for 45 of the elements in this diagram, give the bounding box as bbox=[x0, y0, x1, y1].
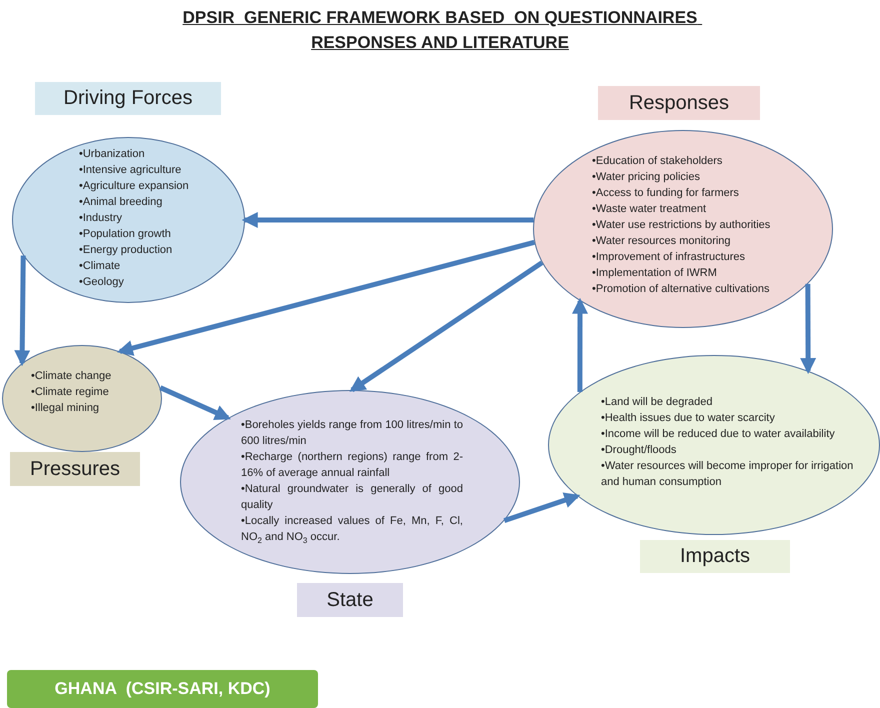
bullet-text: •Implementation of IWRM bbox=[592, 266, 718, 281]
bullet-text: •Boreholes yields range from 100 litres/min to 600 litres/min bbox=[241, 418, 463, 449]
bullet-text: •Geology bbox=[79, 275, 125, 290]
bullet-text: •Income will be reduced due to water availability bbox=[601, 427, 836, 442]
bullet-text: •Climate bbox=[79, 259, 122, 274]
bullet-text: •Energy production bbox=[79, 243, 174, 258]
bullet-text: •Land will be degraded bbox=[601, 395, 714, 410]
arrow bbox=[800, 284, 816, 374]
heading-box: Pressures bbox=[10, 452, 140, 486]
heading-box: Responses bbox=[598, 86, 760, 120]
arrow bbox=[504, 492, 580, 523]
bullet-text: •Animal breeding bbox=[79, 195, 164, 210]
bullet-text: •Intensive agriculture bbox=[79, 163, 182, 178]
bullet-text: •Access to funding for farmers bbox=[592, 186, 740, 201]
title: DPSIR GENERIC FRAMEWORK BASED ON QUESTIONNAIRES RESPONSES AND LITERATURE bbox=[182, 7, 698, 54]
heading-box: GHANA (CSIR-SARI, KDC) bbox=[7, 670, 318, 708]
bullet-text: •Waste water treatment bbox=[592, 202, 708, 217]
bullet-text: •Health issues due to water scarcity bbox=[601, 411, 776, 426]
arrow bbox=[116, 240, 535, 356]
arrow bbox=[242, 212, 534, 228]
arrow bbox=[14, 256, 30, 366]
bullet-text: •Promotion of alternative cultivations bbox=[592, 282, 770, 297]
heading-box: State bbox=[297, 583, 403, 617]
bullet-text: •Recharge (northern regions) range from 2-16% of average annual rainfall bbox=[241, 450, 463, 481]
bullet-text: •Urbanization bbox=[79, 147, 146, 162]
bullet-text: •Natural groundwater is generally of good quality bbox=[241, 482, 463, 513]
bullet-text: •Water use restrictions by authorities bbox=[592, 218, 772, 233]
bullet-text: •Climate regime bbox=[31, 385, 110, 400]
bullet-text: •Drought/floods bbox=[601, 443, 678, 458]
bullet-text: •Water resources will become improper for irrigation and human consumption bbox=[601, 459, 854, 490]
heading-box: Driving Forces bbox=[35, 82, 221, 115]
arrow bbox=[572, 298, 588, 392]
bullet-text: •Education of stakeholders bbox=[592, 154, 724, 169]
bullet-text: •Population growth bbox=[79, 227, 172, 242]
bullet-text: •Agriculture expansion bbox=[79, 179, 190, 194]
bullet-text: •Illegal mining bbox=[31, 401, 100, 416]
arrow bbox=[349, 260, 544, 392]
bullet-text: •Industry bbox=[79, 211, 123, 226]
arrow bbox=[159, 385, 231, 420]
bullet-text: •Improvement of infrastructures bbox=[592, 250, 746, 265]
bullet-text: •Locally increased values of Fe, Mn, F, Cl, NO$_{2}$ and NO$_{3}$ occur. bbox=[241, 514, 463, 548]
bullet-text: •Water resources monitoring bbox=[592, 234, 732, 249]
bullet-text: •Climate change bbox=[31, 369, 112, 384]
heading-box: Impacts bbox=[640, 540, 790, 573]
bullet-text: •Water pricing policies bbox=[592, 170, 701, 185]
